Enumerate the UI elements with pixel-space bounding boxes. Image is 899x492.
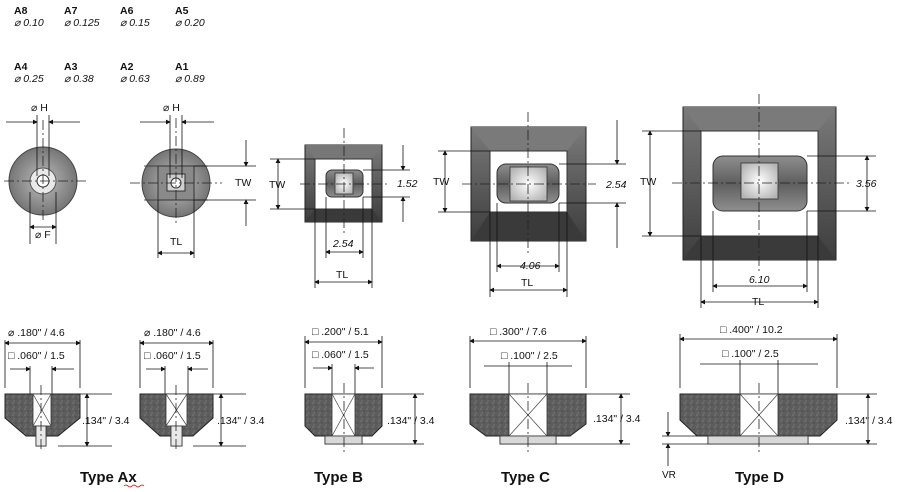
type-c-inner-w: 4.06 [520, 260, 541, 272]
d-outer-dim: □ .400" / 10.2 [720, 324, 783, 336]
side-view-c: □ .300" / 7.6 □ .100" / 2.5 .134" / 3.4 [469, 326, 641, 452]
type-b-inner-w: 2.54 [332, 238, 354, 250]
type-b-inner-h: 1.52 [397, 178, 418, 190]
grade-a1-dia: ⌀ 0.89 [175, 73, 205, 85]
ax1-outer-dim: ⌀ .180" / 4.6 [8, 327, 65, 339]
type-d-tl: TL [752, 296, 764, 308]
grade-a1: A1 [175, 61, 189, 73]
side-view-d: □ .400" / 10.2 □ .100" / 2.5 .134" / 3.4… [662, 324, 893, 481]
type-d-inner-w: 6.10 [749, 274, 770, 286]
type-d-top-view: TW 3.56 6.10 TL [640, 94, 877, 308]
grade-a7-dia: ⌀ 0.125 [64, 17, 100, 29]
grade-table: A8 ⌀ 0.10 A7 ⌀ 0.125 A6 ⌀ 0.15 A5 ⌀ 0.20… [14, 5, 205, 85]
type-c-tl: TL [521, 277, 533, 289]
type-b-tw: TW [269, 179, 285, 191]
grade-a5-dia: ⌀ 0.20 [175, 17, 205, 29]
b-outer-dim: □ .200" / 5.1 [312, 326, 369, 338]
ax2-outer-dim: ⌀ .180" / 4.6 [144, 327, 201, 339]
grade-a6-dia: ⌀ 0.15 [120, 17, 150, 29]
grade-a3-dia: ⌀ 0.38 [64, 73, 94, 85]
type-labels: Type Ax Type B Type C Type D [80, 469, 784, 488]
type-b-tl: TL [336, 269, 348, 281]
d-height-dim: .134" / 3.4 [845, 415, 893, 427]
grade-a6: A6 [120, 5, 134, 17]
ax1-height-dim: .134" / 3.4 [82, 415, 130, 427]
b-inner-dim: □ .060" / 1.5 [312, 349, 369, 361]
dia-f-label: ⌀ F [35, 229, 51, 241]
type-c-top-view: TW 2.54 4.06 TL [433, 112, 627, 297]
vr-label: VR [662, 470, 676, 481]
type-c-inner-h: 2.54 [605, 179, 627, 191]
b-height-dim: .134" / 3.4 [387, 415, 435, 427]
c-height-dim: .134" / 3.4 [593, 413, 641, 425]
c-inner-dim: □ .100" / 2.5 [501, 350, 558, 362]
type-d-tw: TW [640, 176, 656, 188]
grade-a7: A7 [64, 5, 78, 17]
grade-a2: A2 [120, 61, 134, 73]
type-d-label: Type D [735, 469, 784, 486]
grade-a2-dia: ⌀ 0.63 [120, 73, 150, 85]
grade-a8-dia: ⌀ 0.10 [14, 17, 44, 29]
tw-label: TW [235, 177, 251, 189]
grade-a8: A8 [14, 5, 28, 17]
type-b-top-view: TW 1.52 2.54 TL [269, 128, 418, 288]
type-d-inner-h: 3.56 [856, 178, 877, 190]
d-inner-dim: □ .100" / 2.5 [722, 348, 779, 360]
type-ax-round-top-view: ⌀ H ⌀ F [4, 102, 86, 244]
dia-h-label: ⌀ H [31, 102, 48, 114]
grade-a4-dia: ⌀ 0.25 [14, 73, 44, 85]
grade-a4: A4 [14, 61, 28, 73]
ax2-height-dim: .134" / 3.4 [217, 415, 265, 427]
type-c-label: Type C [501, 469, 550, 486]
type-c-tw: TW [433, 176, 449, 188]
type-ax-square-top-view: ⌀ H TW TL [130, 102, 256, 258]
dia-h-label-2: ⌀ H [163, 102, 180, 114]
tl-label: TL [170, 236, 182, 248]
side-view-ax1: ⌀ .180" / 4.6 □ .060" / 1.5 .134" / 3.4 [4, 327, 130, 452]
ax2-inner-dim: □ .060" / 1.5 [144, 350, 201, 362]
ax1-inner-dim: □ .060" / 1.5 [8, 350, 65, 362]
grade-a5: A5 [175, 5, 189, 17]
type-b-label: Type B [314, 469, 363, 486]
side-view-ax2: ⌀ .180" / 4.6 □ .060" / 1.5 .134" / 3.4 [139, 327, 265, 452]
grade-a3: A3 [64, 61, 78, 73]
type-ax-label: Type Ax [80, 469, 137, 486]
c-outer-dim: □ .300" / 7.6 [490, 326, 547, 338]
side-view-b: □ .200" / 5.1 □ .060" / 1.5 .134" / 3.4 [304, 326, 435, 452]
